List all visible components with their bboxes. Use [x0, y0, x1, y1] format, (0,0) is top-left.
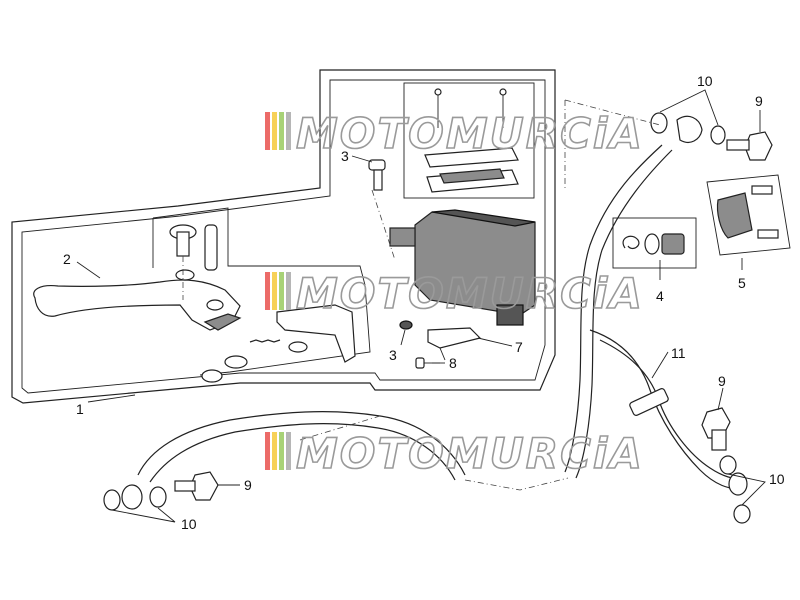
watermark-text: MOTOMURCiA — [296, 109, 644, 158]
piston-cap-icon — [661, 233, 685, 255]
copper-washer-icon — [733, 504, 751, 524]
adjuster-sleeve-icon — [204, 224, 218, 271]
watermark-stripe — [279, 112, 284, 150]
clamp-bolt-lower-icon — [757, 229, 779, 239]
callout-3-top: 3 — [341, 148, 349, 164]
reservoir-cover-icon — [424, 147, 519, 168]
clamp-bolt-upper-icon — [751, 185, 773, 195]
cover-screw-right-icon — [499, 88, 507, 96]
callout-9-top: 9 — [755, 93, 763, 109]
callout-10-right: 10 — [769, 471, 785, 487]
callout-labels: 1 2 3 3 4 5 7 8 9 9 9 10 10 10 11 — [63, 73, 785, 532]
callout-7: 7 — [515, 339, 523, 355]
brake-hose-right-icon — [564, 144, 751, 524]
banjo-bolt-thread-icon — [174, 480, 196, 492]
banjo-fitting-icon — [121, 484, 143, 510]
callout-11: 11 — [671, 345, 686, 361]
banjo-bolt-thread-icon — [711, 429, 727, 451]
watermark-text: MOTOMURCiA — [296, 269, 644, 318]
watermark-stripe — [265, 432, 270, 470]
watermark-stripe — [272, 432, 277, 470]
pivot-washer-icon — [175, 269, 195, 281]
callout-9-right: 9 — [718, 373, 726, 389]
pivot-pin-icon — [176, 231, 190, 257]
cover-screw-left-icon — [434, 88, 442, 96]
leader-lines — [76, 89, 766, 523]
lever-pivot-parts — [169, 224, 356, 383]
copper-washer-icon — [650, 112, 668, 134]
retaining-clip-icon — [622, 235, 640, 250]
callout-5: 5 — [738, 275, 746, 291]
copper-washer-icon — [149, 486, 167, 508]
watermark-stripe — [286, 112, 291, 150]
banjo-bolt-thread-icon — [726, 139, 750, 151]
circlip-lower-icon — [201, 369, 223, 383]
handlebar-clamp-box — [706, 174, 791, 256]
return-spring-icon — [249, 339, 281, 343]
watermark-stripe — [286, 272, 291, 310]
seal-kit-box — [612, 217, 697, 269]
callout-3-bottom: 3 — [389, 347, 397, 363]
callout-2: 2 — [63, 251, 71, 267]
callout-10-top: 10 — [697, 73, 713, 89]
copper-washer-icon — [710, 125, 726, 145]
adjuster-bracket-icon — [276, 304, 356, 363]
master-cylinder-assembly-outline — [11, 69, 556, 404]
brake-switch-icon — [427, 327, 482, 361]
banjo-fitting-icon — [728, 472, 748, 496]
watermark-stripe — [272, 272, 277, 310]
callout-9-left: 9 — [244, 477, 252, 493]
brake-lever-icon — [33, 279, 242, 331]
callout-8: 8 — [449, 355, 457, 371]
watermark-top: MOTOMURCiA — [265, 108, 644, 159]
watermark-stripe — [279, 272, 284, 310]
brake-hose-left-icon — [103, 411, 466, 511]
clamp-half-icon — [716, 192, 753, 239]
watermark-bottom: MOTOMURCiA — [265, 428, 644, 479]
copper-washer-icon — [103, 489, 121, 511]
reservoir-cover-box — [403, 82, 535, 199]
callout-10-left: 10 — [181, 516, 197, 532]
hose-sleeve-icon — [629, 388, 669, 416]
watermark-stripe — [279, 432, 284, 470]
banjo-fitting-icon — [676, 115, 703, 143]
watermark-stripe — [272, 112, 277, 150]
watermark-middle: MOTOMURCiA — [265, 268, 644, 319]
watermark-stripe — [265, 272, 270, 310]
o-ring-icon — [644, 233, 660, 255]
small-washer-icon — [399, 320, 413, 330]
lever-subassembly-box — [152, 207, 371, 376]
circlip-upper-icon — [224, 355, 248, 369]
copper-washer-icon — [719, 455, 737, 475]
right-top-fitting — [650, 112, 773, 161]
master-cylinder-body-icon — [371, 189, 536, 326]
adjuster-washer-icon — [288, 341, 308, 353]
callout-4: 4 — [656, 288, 664, 304]
connection-lines — [299, 99, 661, 491]
callout-1: 1 — [76, 401, 84, 417]
watermark-stripe — [286, 432, 291, 470]
pivot-bolt-icon — [368, 159, 386, 191]
watermark-stripe — [265, 112, 270, 150]
watermark-text: MOTOMURCiA — [296, 429, 644, 478]
